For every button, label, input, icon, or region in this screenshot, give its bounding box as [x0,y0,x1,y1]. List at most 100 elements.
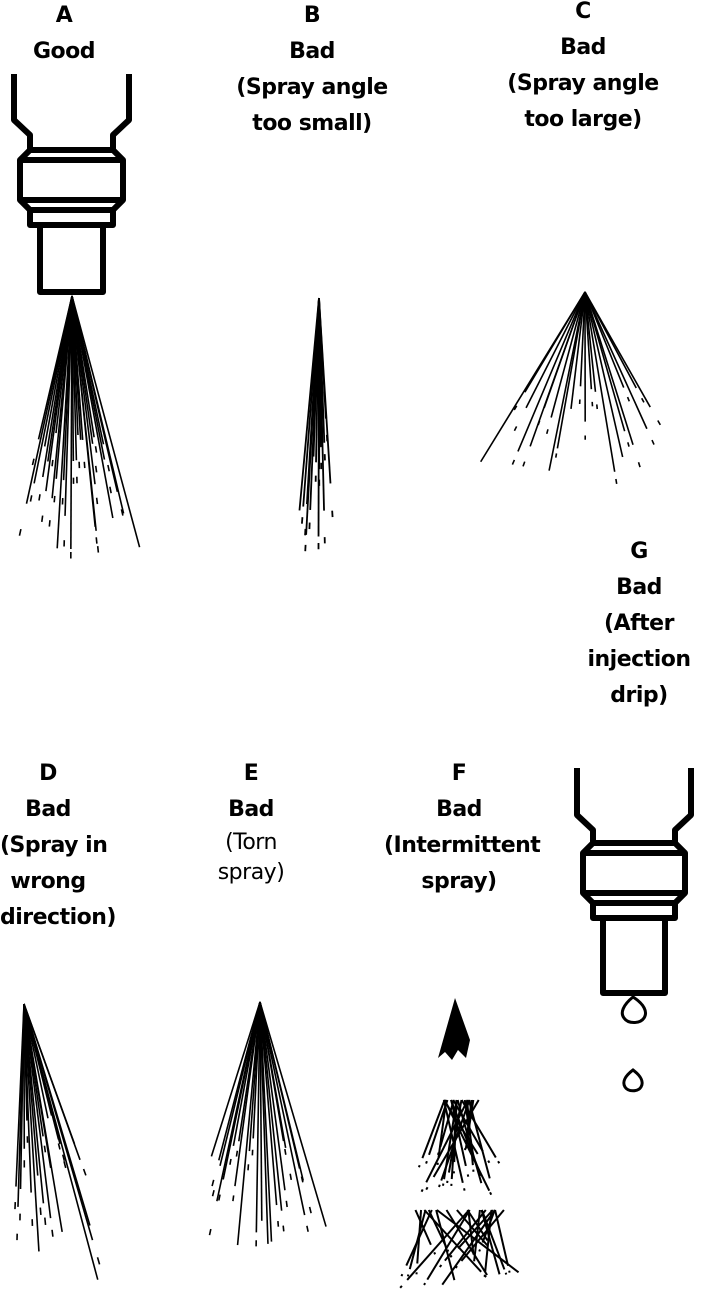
spray-line [525,291,586,409]
spray-line [524,291,586,393]
spray-droplet [308,1206,312,1214]
spray-line [55,295,73,479]
spray-droplet [657,420,661,426]
spray-droplet [289,1173,293,1180]
spray-droplet [120,509,124,516]
spray-droplet [478,1249,481,1252]
spray-line [64,295,73,516]
spray-droplet [537,420,541,426]
spray-droplet [82,1168,87,1176]
panel-g-rating: Bad [616,575,662,600]
spray-line [259,1001,283,1211]
spray-droplet [489,1191,493,1196]
panel-e-desc-2: spray) [217,860,285,885]
panel-f-desc-1: (Intermittent [384,833,541,858]
spray-line [584,291,648,430]
spray-line [467,1099,491,1179]
spray-f-cone-tip [438,998,470,1060]
panel-g-desc-1: (After [604,611,674,636]
spray-line [443,1099,479,1155]
spray-droplet [63,1160,67,1169]
drip-drop-1 [620,995,648,1024]
spray-line [23,1003,81,1161]
spray-droplet [208,1228,212,1236]
spray-line [584,291,597,392]
spray-droplet [235,1150,239,1157]
spray-droplet [39,1207,42,1216]
spray-line [439,1099,455,1148]
spray-droplet [513,405,518,411]
label-panel-f: F Bad (Intermittent spray) [384,756,541,900]
spray-e [208,1001,327,1247]
panel-d-desc-2: wrong [10,869,86,894]
spray-droplet [504,1272,508,1275]
panel-d-desc-1: (Spray in [0,833,108,858]
panel-e-letter: E [243,761,259,786]
spray-droplet [211,1179,215,1187]
spray-line [71,295,141,548]
spray-droplet [43,1145,47,1153]
spray-line [480,1209,501,1275]
spray-line [484,1209,493,1272]
spray-b [298,297,334,552]
panel-f-letter: F [451,761,467,786]
spray-droplet [285,1200,288,1208]
spray-droplet [31,458,35,466]
panel-b-rating: Bad [289,39,335,64]
spray-line [584,291,651,408]
spray-droplet [96,546,100,553]
panel-c-desc-2: too large) [524,107,642,132]
spray-droplet [229,1158,232,1165]
spray-droplet [94,446,98,453]
label-panel-d: D Bad (Spray in wrong direction) [0,756,117,936]
spray-line [584,291,616,472]
spray-line [234,1001,261,1187]
spray-line [210,1001,261,1157]
spray-droplet [51,459,54,467]
spray-droplet [487,1160,491,1164]
spray-droplet [545,429,549,435]
spray-line [421,1099,446,1159]
spray-line [23,1003,91,1226]
spray-line [23,1003,40,1252]
spray-droplet [218,1194,221,1201]
panel-c-letter: C [575,0,591,24]
spray-line [423,1209,482,1273]
spray-line [71,295,125,514]
spray-droplet [62,1154,66,1161]
spray-line [550,291,586,418]
spray-droplet [651,439,655,445]
spray-line [23,1003,63,1232]
label-panel-b: B Bad (Spray angle too small) [232,0,392,142]
spray-line [452,1099,484,1152]
spray-line [467,1209,475,1255]
spray-line [259,1001,327,1227]
spray-f-upper [417,1099,501,1196]
label-panel-e: E Bad (Torn spray) [196,756,306,888]
panel-d-rating: Bad [25,797,71,822]
spray-d [14,1003,101,1280]
spray-droplet [51,1229,54,1237]
spray-line [457,1209,494,1250]
spray-droplet [497,1160,501,1164]
panel-e-desc-1: (Torn [225,830,277,855]
spray-line [406,1209,470,1281]
spray-line [556,291,586,449]
spray-a [18,295,141,559]
spray-line [473,1209,481,1262]
spray-line [450,1099,467,1167]
spray-droplet [423,1282,427,1286]
spray-droplet [44,1217,47,1226]
panel-b-desc-2: too small) [252,111,372,136]
spray-droplet [57,1143,61,1150]
spray-line [259,1001,263,1221]
spray-droplet [454,1265,458,1269]
spray-droplet [511,459,516,465]
spray-line [408,1209,427,1270]
spray-line [494,1209,510,1267]
drip-drop-2 [622,1068,644,1093]
spray-droplet [109,486,112,494]
spray-line [445,1209,488,1276]
spray-droplet [400,1273,404,1277]
spray-line [517,291,586,452]
